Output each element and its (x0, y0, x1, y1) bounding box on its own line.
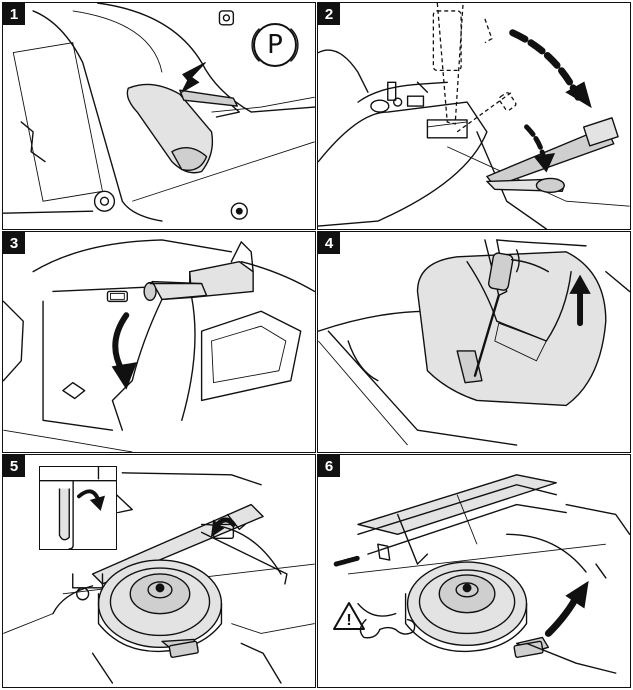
panel-6: 6 (317, 454, 631, 688)
belt-detail-inset (39, 466, 117, 550)
parking-brake-symbol: P (267, 30, 283, 60)
warning-symbol: ! (346, 612, 352, 629)
panel-5: 5 (2, 454, 316, 688)
belt-removal-illustration (333, 474, 630, 674)
belt-detail-icon (39, 466, 117, 550)
panel-number: 5 (3, 455, 25, 477)
panel-4: 4 (317, 231, 631, 453)
panel-2: 2 (317, 2, 631, 230)
panel-number: 4 (318, 232, 340, 254)
panel-number: 2 (318, 3, 340, 25)
lever-lowering-illustration (318, 3, 630, 229)
panel-number: 6 (318, 455, 340, 477)
seat-lever-illustration (3, 3, 315, 222)
belt-release-illustration (3, 472, 315, 684)
cover-removal-illustration (318, 239, 630, 446)
panel-1: 1 P (2, 2, 316, 230)
panel-number: 1 (3, 3, 25, 25)
parking-brake-icon: P (251, 21, 299, 69)
pin-removal-illustration (3, 239, 315, 452)
warning-triangle-icon: ! (332, 601, 366, 631)
panel-number: 3 (3, 232, 25, 254)
panel-3: 3 (2, 231, 316, 453)
